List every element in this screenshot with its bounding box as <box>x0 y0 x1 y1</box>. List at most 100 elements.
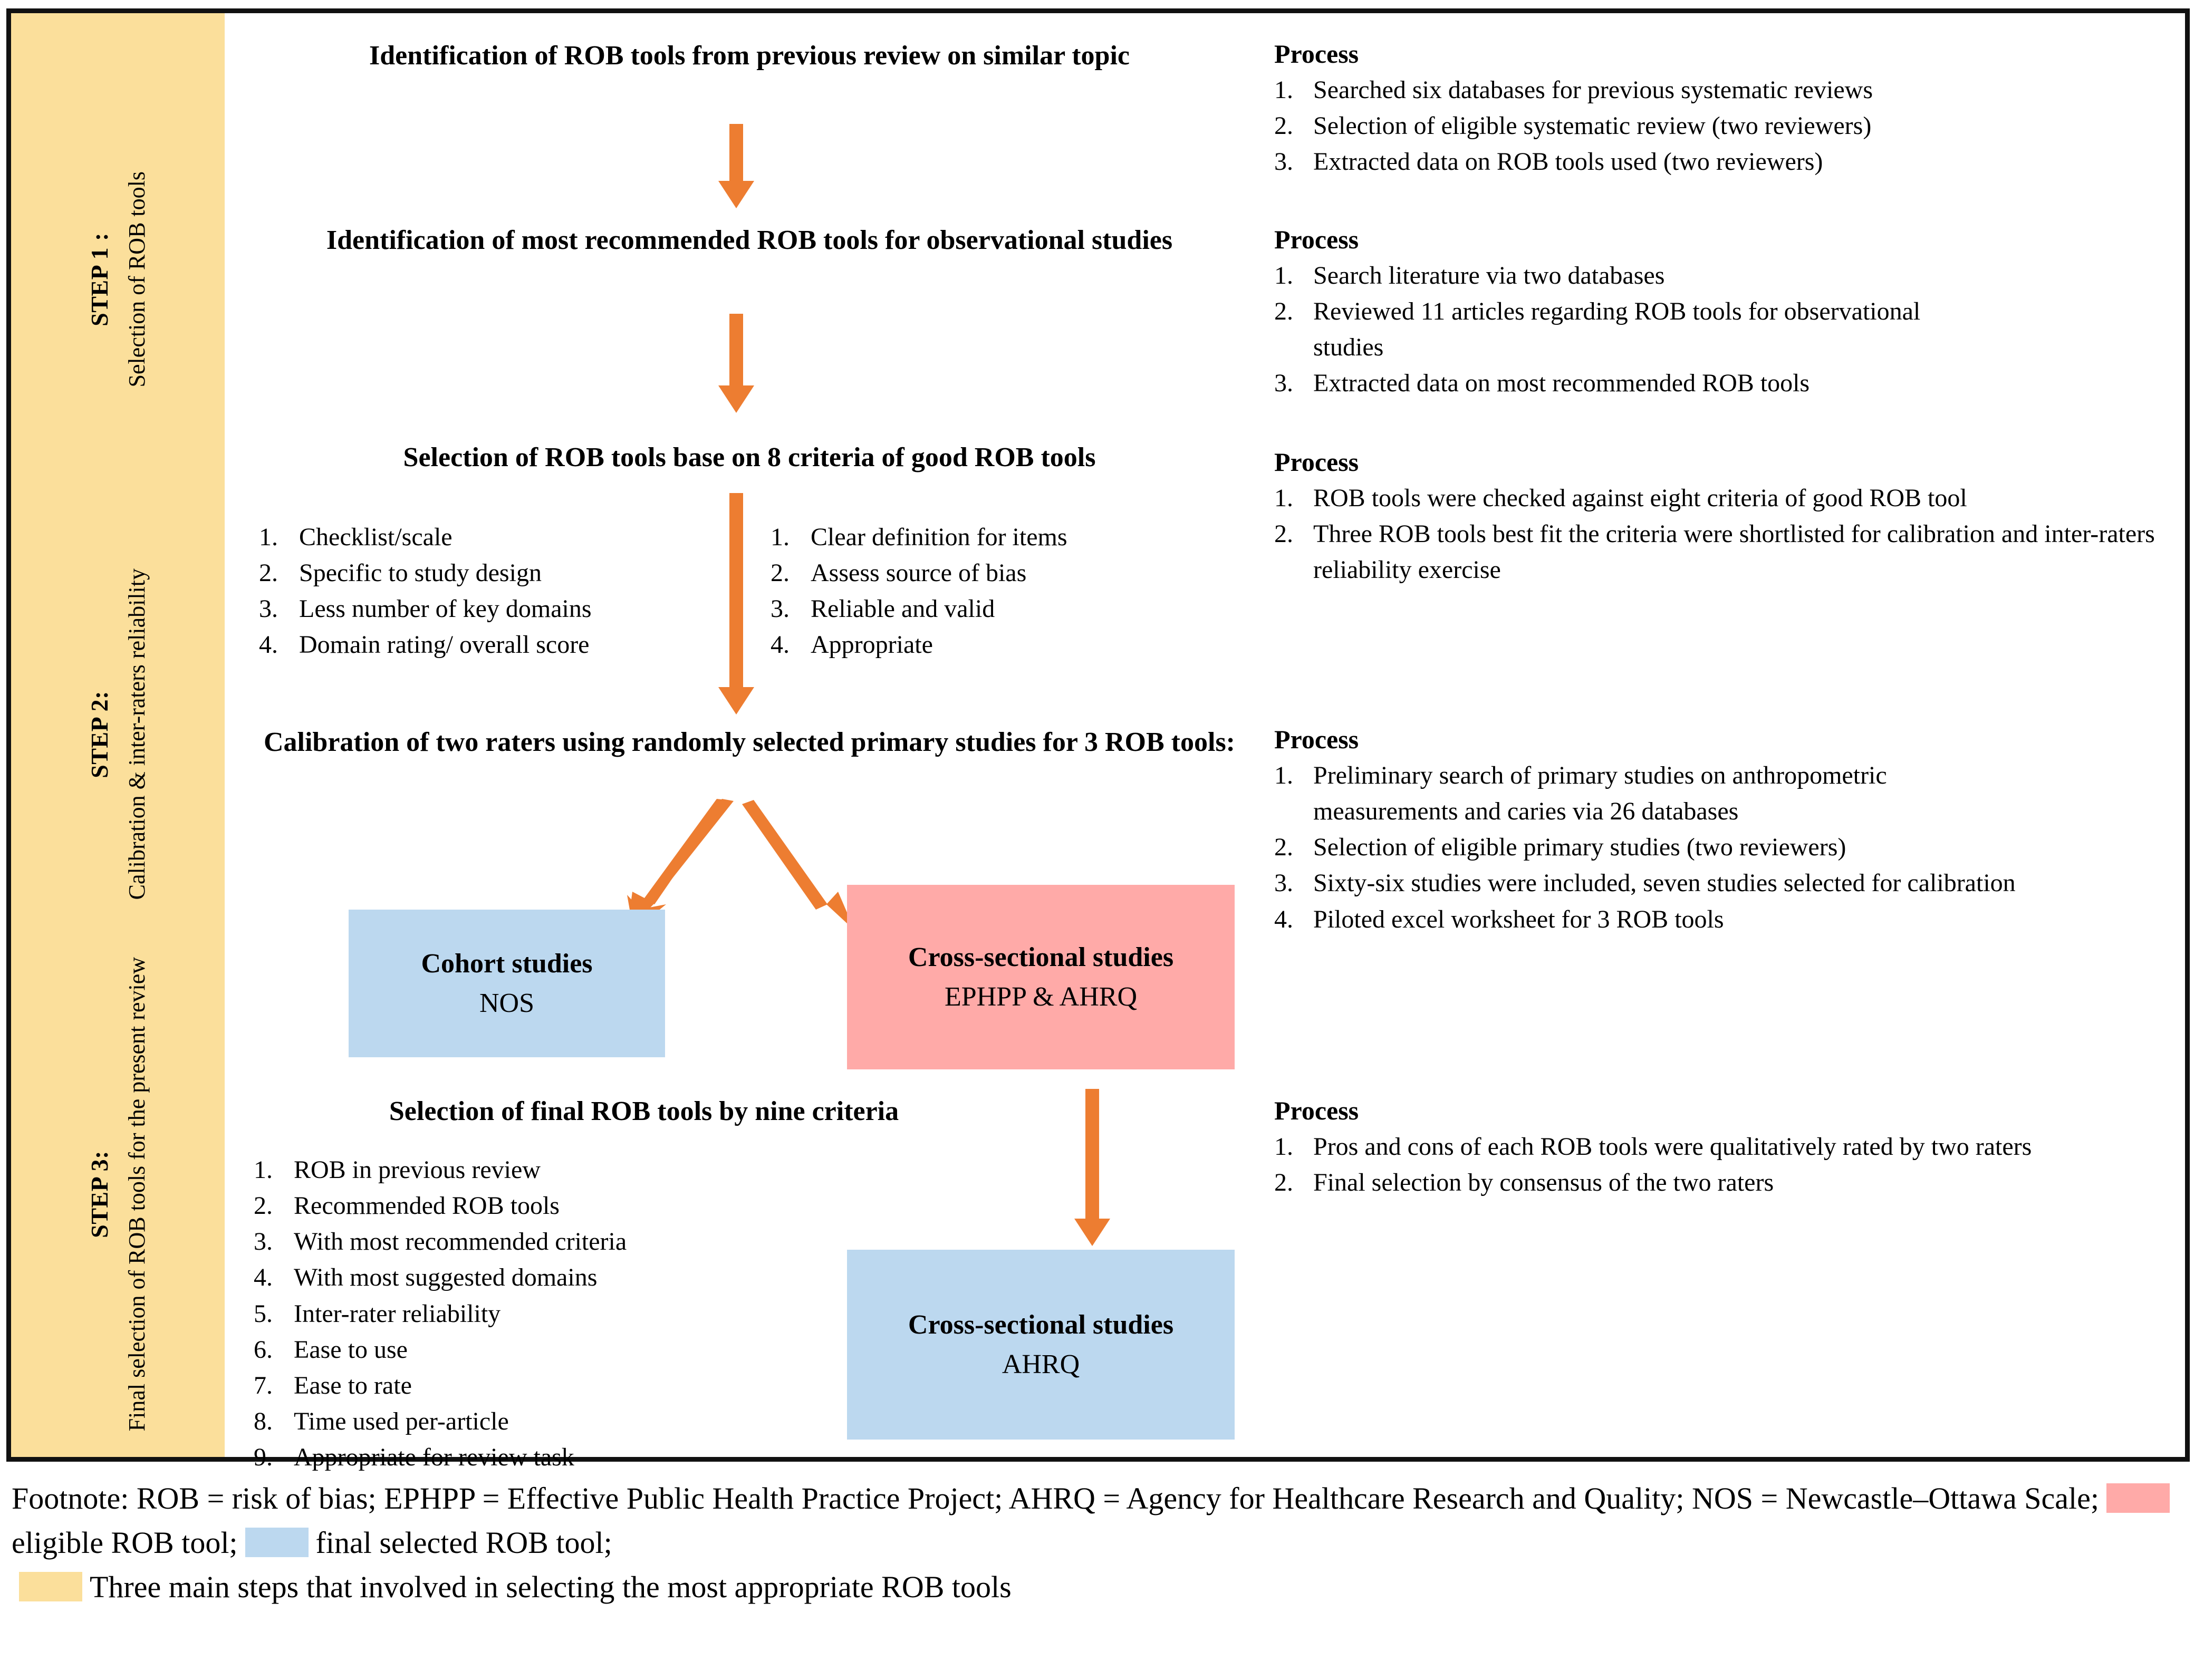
legend-swatch-eligible <box>2106 1483 2170 1513</box>
list-item: 1.Clear definition for items <box>771 519 1203 555</box>
legend-swatch-final <box>245 1528 309 1558</box>
step-1-description: Selection of ROB tools <box>123 171 150 388</box>
box-cross-sectional-final: Cross-sectional studies AHRQ <box>847 1250 1235 1440</box>
criteria-left-2: Specific to study design <box>299 559 542 587</box>
list-item: 5.Inter-rater reliability <box>254 1296 781 1332</box>
process-1-item-1: Searched six databases for previous syst… <box>1313 76 1873 104</box>
list-item: 2.Final selection by consensus of the tw… <box>1274 1165 2181 1201</box>
list-item: 2.Selection of eligible primary studies … <box>1274 829 2181 865</box>
process-items: 1.Preliminary search of primary studies … <box>1274 758 2181 938</box>
list-item: 1.Checklist/scale <box>259 519 681 555</box>
criteria-nine-9: Appropriate for review task <box>294 1443 574 1472</box>
arrow-down-2 <box>684 314 789 419</box>
process-4-item-3: Sixty-six studies were included, seven s… <box>1313 869 2016 897</box>
list-item: 2.Specific to study design <box>259 555 681 591</box>
box-cross-sectional-eligible-title: Cross-sectional studies <box>908 942 1174 972</box>
process-2-item-2: Reviewed 11 articles regarding ROB tools… <box>1313 297 1921 362</box>
arrow-down-3 <box>684 493 789 720</box>
process-4-item-2: Selection of eligible primary studies (t… <box>1313 833 1846 862</box>
box-cohort-studies: Cohort studies NOS <box>349 910 665 1057</box>
list-item: 1.ROB in previous review <box>254 1152 781 1188</box>
arrow-down-4 <box>1040 1089 1145 1263</box>
step-2-description: Calibration & inter-raters reliability <box>123 568 150 900</box>
flow-node-selection-8-criteria: Selection of ROB tools base on 8 criteri… <box>403 442 1096 472</box>
criteria-list-left: 1.Checklist/scale 2.Specific to study de… <box>259 519 681 663</box>
step-3-label: STEP 3: <box>85 1151 113 1238</box>
list-item: 1.Pros and cons of each ROB tools were q… <box>1274 1129 2181 1165</box>
criteria-right-3: Reliable and valid <box>811 595 995 623</box>
list-item: 4.Piloted excel worksheet for 3 ROB tool… <box>1274 902 2181 938</box>
list-item: 4.With most suggested domains <box>254 1260 781 1296</box>
process-4-item-1: Preliminary search of primary studies on… <box>1313 761 1887 826</box>
process-3-item-2: Three ROB tools best fit the criteria we… <box>1313 520 2155 584</box>
process-3-item-1: ROB tools were checked against eight cri… <box>1313 484 1967 512</box>
box-cross-sectional-eligible-tools: EPHPP & AHRQ <box>944 982 1138 1012</box>
process-1-item-3: Extracted data on ROB tools used (two re… <box>1313 148 1823 176</box>
criteria-right-4: Appropriate <box>811 631 933 659</box>
footnote-abbreviations: Footnote: ROB = risk of bias; EPHPP = Ef… <box>12 1481 2099 1515</box>
list-item: 2.Selection of eligible systematic revie… <box>1274 108 2181 144</box>
process-1-item-2: Selection of eligible systematic review … <box>1313 112 1872 140</box>
list-item: 1.Search literature via two databases <box>1274 258 2181 294</box>
criteria-nine-5: Inter-rater reliability <box>294 1299 501 1328</box>
process-block-5: Process 1.Pros and cons of each ROB tool… <box>1274 1095 2181 1201</box>
list-item: 2.Assess source of bias <box>771 555 1203 591</box>
process-heading: Process <box>1274 225 1359 254</box>
list-item: 1.ROB tools were checked against eight c… <box>1274 480 2181 516</box>
step-1-label: STEP 1 : <box>85 233 113 326</box>
legend-label-eligible: eligible ROB tool; <box>12 1525 238 1560</box>
process-heading: Process <box>1274 1096 1359 1125</box>
criteria-list-nine: 1.ROB in previous review 2.Recommended R… <box>254 1152 781 1475</box>
list-item: 2.Three ROB tools best fit the criteria … <box>1274 516 2181 588</box>
step-segment-3: STEP 3: Final selection of ROB tools for… <box>11 923 225 1466</box>
process-5-item-1: Pros and cons of each ROB tools were qua… <box>1313 1133 2032 1161</box>
list-item: 3.Extracted data on most recommended ROB… <box>1274 365 2181 401</box>
step-rail: STEP 1 : Selection of ROB tools STEP 2: … <box>11 13 225 1457</box>
flow-node-identification-previous-review: Identification of ROB tools from previou… <box>369 41 1130 71</box>
criteria-nine-7: Ease to rate <box>294 1371 412 1399</box>
list-item: 2.Reviewed 11 articles regarding ROB too… <box>1274 294 2181 365</box>
process-block-4: Process 1.Preliminary search of primary … <box>1274 724 2181 938</box>
flow-node-selection-final-tools: Selection of final ROB tools by nine cri… <box>389 1096 899 1126</box>
process-heading: Process <box>1274 447 1359 477</box>
list-item: 3.Less number of key domains <box>259 591 681 627</box>
process-heading: Process <box>1274 725 1359 754</box>
process-block-1: Process 1.Searched six databases for pre… <box>1274 38 2181 180</box>
process-4-item-4: Piloted excel worksheet for 3 ROB tools <box>1313 905 1724 933</box>
list-item: 2.Recommended ROB tools <box>254 1188 781 1224</box>
criteria-right-1: Clear definition for items <box>811 523 1067 551</box>
footnote: Footnote: ROB = risk of bias; EPHPP = Ef… <box>12 1476 2195 1609</box>
legend-label-final: final selected ROB tool; <box>315 1525 612 1560</box>
process-items: 1.Search literature via two databases 2.… <box>1274 258 2181 402</box>
process-heading: Process <box>1274 39 1359 69</box>
process-5-item-2: Final selection by consensus of the two … <box>1313 1169 1774 1197</box>
process-2-item-3: Extracted data on most recommended ROB t… <box>1313 369 1810 398</box>
criteria-nine-2: Recommended ROB tools <box>294 1192 560 1220</box>
list-item: 4.Domain rating/ overall score <box>259 627 681 663</box>
criteria-nine-1: ROB in previous review <box>294 1156 541 1184</box>
arrow-down-1 <box>684 124 789 208</box>
criteria-left-4: Domain rating/ overall score <box>299 631 590 659</box>
legend-swatch-steps <box>19 1572 82 1602</box>
box-cross-sectional-final-tool: AHRQ <box>1002 1349 1080 1379</box>
diagram-frame: STEP 1 : Selection of ROB tools STEP 2: … <box>6 8 2190 1471</box>
list-item: 7.Ease to rate <box>254 1368 781 1404</box>
criteria-left-1: Checklist/scale <box>299 523 453 551</box>
list-item: 3.With most recommended criteria <box>254 1224 781 1260</box>
flow-column: Identification of ROB tools from previou… <box>233 13 1261 1471</box>
list-item: 3.Extracted data on ROB tools used (two … <box>1274 144 2181 180</box>
box-cross-sectional-final-title: Cross-sectional studies <box>908 1309 1174 1340</box>
step-segment-1: STEP 1 : Selection of ROB tools <box>11 13 225 546</box>
process-block-3: Process 1.ROB tools were checked against… <box>1274 447 2181 588</box>
list-item: 3.Sixty-six studies were included, seven… <box>1274 865 2181 901</box>
step-2-label: STEP 2: <box>85 690 113 778</box>
step-3-description: Final selection of ROB tools for the pre… <box>123 957 150 1432</box>
criteria-nine-3: With most recommended criteria <box>294 1228 627 1256</box>
criteria-left-3: Less number of key domains <box>299 595 592 623</box>
list-item: 4.Appropriate <box>771 627 1203 663</box>
criteria-right-2: Assess source of bias <box>811 559 1027 587</box>
criteria-nine-6: Ease to use <box>294 1335 408 1364</box>
criteria-list-right: 1.Clear definition for items 2.Assess so… <box>771 519 1203 663</box>
box-cohort-tool: NOS <box>479 988 535 1018</box>
criteria-nine-8: Time used per-article <box>294 1407 509 1436</box>
